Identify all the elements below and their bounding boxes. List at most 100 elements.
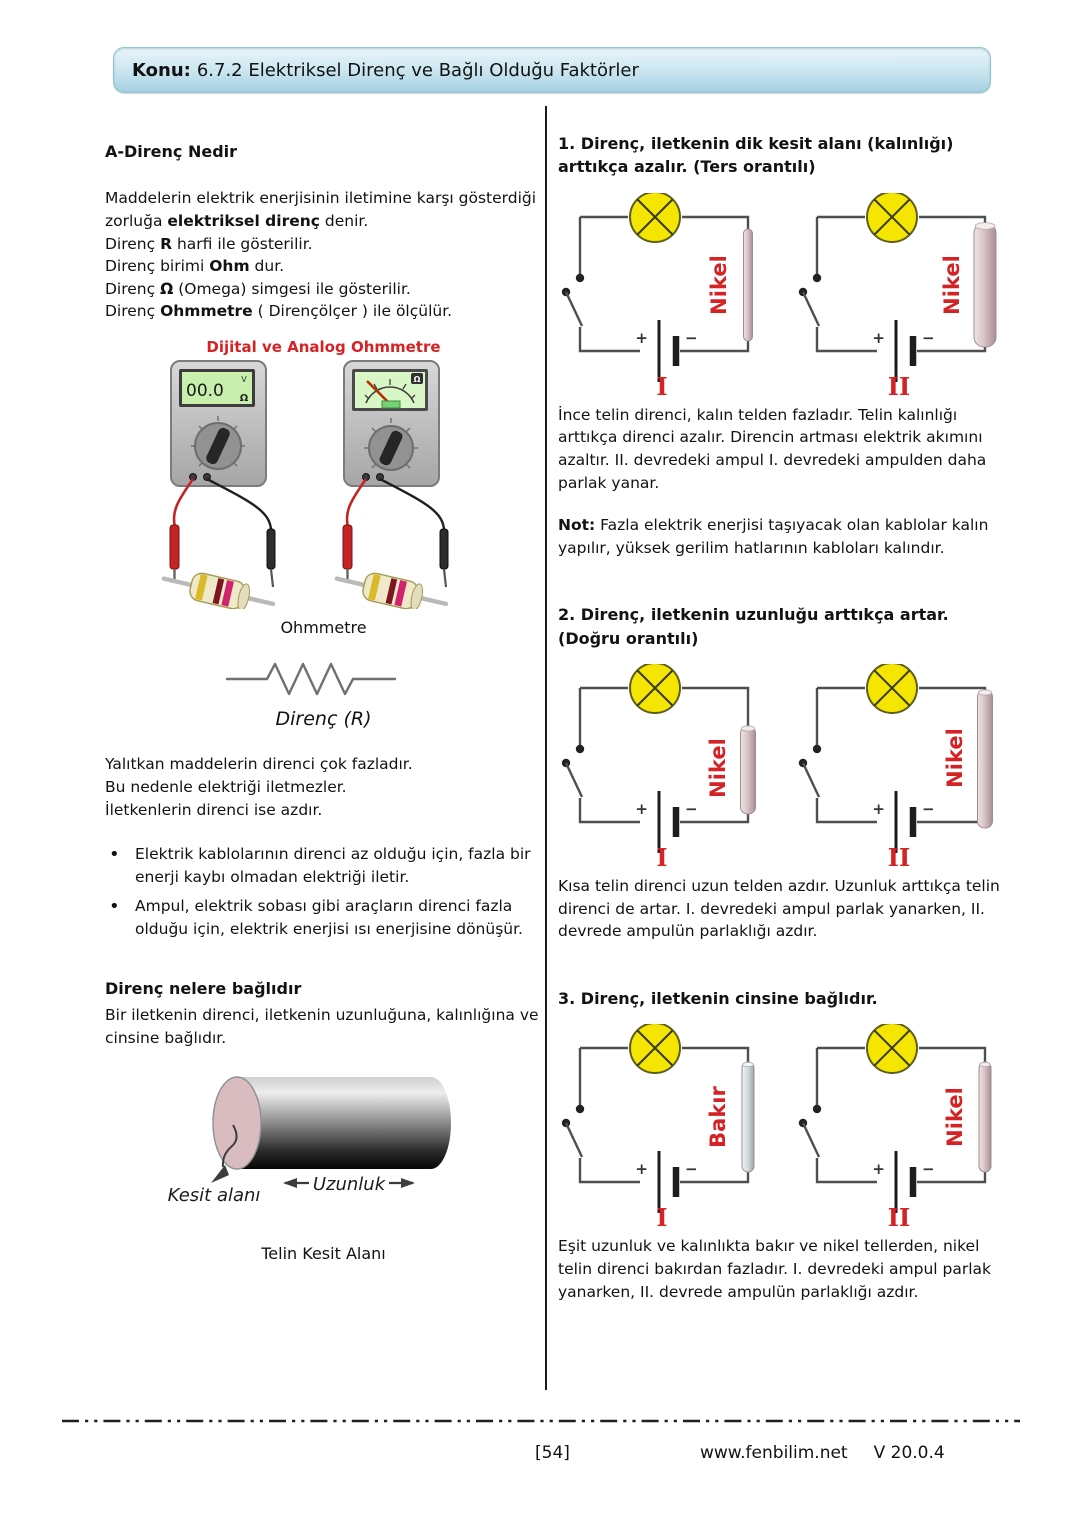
topic-header: Konu: 6.7.2 Elektriksel Direnç ve Bağlı … — [113, 47, 991, 93]
analog-multimeter: Ω — [342, 360, 440, 487]
wire-material-label: Nikel — [707, 255, 731, 315]
rod-top-cap — [974, 221, 996, 230]
analog-probes — [334, 477, 448, 611]
test-wire-rod — [740, 725, 756, 815]
insulator-line3: İletkenlerin direnci ise azdır. — [105, 800, 323, 819]
circuit-numeral: I — [656, 1203, 667, 1229]
battery-minus: − — [685, 329, 698, 347]
topic-label: Konu: — [132, 59, 191, 81]
switch-blade — [564, 1122, 584, 1158]
depends-text: Bir iletkenin direnci, iletkenin uzunluğ… — [105, 1006, 539, 1047]
switch-blade — [801, 762, 821, 798]
left-column: A-Direnç Nedir Maddelerin elektrik enerj… — [105, 140, 542, 1265]
red-probe — [342, 524, 352, 570]
intro-line-ohmmetre: Direnç Ohmmetre ( Dirençölçer ) ile ölçü… — [105, 302, 453, 321]
section3-circuits: + − Bakır I + − Nikel II — [558, 1024, 1010, 1229]
digital-display-value: 00.0 — [186, 381, 224, 401]
wire-material-label: Nikel — [706, 738, 730, 798]
battery-plus: + — [872, 329, 885, 347]
wire-material-label: Nikel — [943, 728, 967, 788]
battery-plus: + — [872, 800, 885, 818]
column-divider — [545, 106, 548, 1390]
section3-heading: 3. Direnç, iletkenin cinsine bağlıdır. — [558, 989, 878, 1009]
switch-contact — [575, 273, 585, 282]
bullet-item-cables: Elektrik kablolarının direnci az olduğu … — [105, 842, 542, 888]
cylinder-body — [236, 1077, 451, 1170]
section1-heading: 1. Direnç, iletkenin dik kesit alanı (ka… — [558, 134, 954, 177]
battery-minus: − — [922, 1160, 935, 1178]
test-wire-rod — [978, 1061, 992, 1173]
rod-top-cap — [977, 689, 993, 696]
uzunluk-arrow-left — [282, 1178, 297, 1189]
topic-title: 6.7.2 Elektriksel Direnç ve Bağlı Olduğu… — [196, 59, 639, 81]
page-number: [54] — [535, 1443, 570, 1463]
site-url: www.fenbilim.net — [700, 1443, 848, 1463]
resistor-symbol-figure: Direnç (R) — [105, 659, 542, 733]
section1-circuits: + − Nikel I + − Nikel II — [558, 192, 1010, 398]
switch-contact — [812, 1105, 822, 1114]
digital-probes — [161, 477, 275, 611]
uzunluk-arrow-right — [400, 1178, 415, 1189]
black-probe — [439, 528, 448, 570]
resistor-symbol-caption: Direnç (R) — [275, 707, 372, 730]
circuit-numeral: I — [656, 372, 667, 398]
ohmmeter-illustration: 00.0 V Ω — [161, 360, 448, 611]
circuit-s3-I: + − Bakır I — [561, 1024, 755, 1229]
switch-contact — [812, 744, 822, 754]
wire-material-label: Bakır — [706, 1086, 730, 1148]
note-text: Fazla elektrik enerjisi taşıyacak olan k… — [558, 516, 989, 557]
section2-body: Kısa telin direnci uzun telden azdır. Uz… — [558, 877, 1000, 941]
intro-line-definition: Maddelerin elektrik enerjisinin iletimin… — [105, 187, 542, 232]
circuit-s3-II: + − Nikel II — [798, 1024, 992, 1229]
note-label: Not: — [558, 516, 596, 535]
circuit-s2-I: + − Nikel I — [561, 664, 756, 869]
battery-plus: + — [635, 1160, 648, 1178]
battery-minus: − — [685, 1160, 698, 1178]
resistor-component — [334, 572, 448, 611]
squiggle-arrowhead — [210, 1165, 229, 1184]
rod-top-cap — [979, 1062, 991, 1068]
circuit-numeral: II — [888, 1203, 910, 1229]
circuit-s1-I: + − Nikel I — [561, 192, 753, 398]
wire-material-label: Nikel — [943, 1088, 967, 1148]
cross-section-figure: Kesit alanı Uzunluk — [105, 1061, 542, 1218]
footer-credits: www.fenbilim.net V 20.0.4 — [700, 1443, 971, 1463]
battery-plus: + — [872, 1160, 885, 1178]
switch-blade — [564, 291, 584, 327]
insulator-line2: Bu nedenle elektriği iletmezler. — [105, 777, 347, 796]
intro-bold-elektriksel-direnc: elektriksel direnç — [167, 211, 320, 230]
switch-contact — [575, 744, 585, 754]
switch-blade — [801, 291, 821, 327]
ohm-badge-symbol: Ω — [413, 375, 420, 384]
version-label: V 20.0.4 — [873, 1443, 945, 1463]
red-probe — [169, 524, 179, 570]
ohmmeter-caption: Ohmmetre — [280, 617, 367, 637]
meter-pivot — [381, 400, 400, 409]
intro-text: denir. — [319, 211, 369, 230]
test-wire-rod — [973, 222, 997, 348]
intro-paragraph: Maddelerin elektrik enerjisinin iletimin… — [105, 187, 542, 323]
ohm-badge — [410, 373, 423, 384]
footer-divider-line — [62, 1419, 1020, 1423]
display-unit-volt: V — [241, 375, 247, 384]
switch-contact — [575, 1105, 585, 1114]
battery-minus: − — [922, 800, 935, 818]
insulator-line1: Yalıtkan maddelerin direnci çok fazladır… — [105, 755, 413, 774]
cross-section-caption: Telin Kesit Alanı — [261, 1243, 386, 1263]
switch-contact — [812, 273, 822, 282]
resistor-symbol — [225, 662, 396, 696]
squiggle-arrow — [221, 1124, 237, 1168]
section2-heading: 2. Direnç, iletkenin uzunluğu arttıkça a… — [558, 605, 949, 648]
digital-multimeter: 00.0 V Ω — [169, 360, 267, 487]
wire-material-label: Nikel — [940, 255, 964, 315]
intro-line-ohm: Direnç birimi Ohm dur. — [105, 257, 285, 276]
section1-body: İnce telin direnci, kalın telden fazladı… — [558, 405, 987, 492]
test-wire-rod — [741, 1061, 755, 1173]
section3-body: Eşit uzunluk ve kalınlıkta bakır ve nike… — [558, 1237, 992, 1301]
ohmmeter-figure-title: Dijital ve Analog Ohmmetre — [206, 338, 441, 357]
circuit-numeral: II — [888, 372, 910, 398]
circuit-s1-II: + − Nikel II — [798, 192, 997, 398]
bullet-item-ampul: Ampul, elektrik sobası gibi araçların di… — [105, 894, 542, 940]
intro-text: Maddelerin elektrik enerjisinin iletimin… — [105, 189, 537, 230]
